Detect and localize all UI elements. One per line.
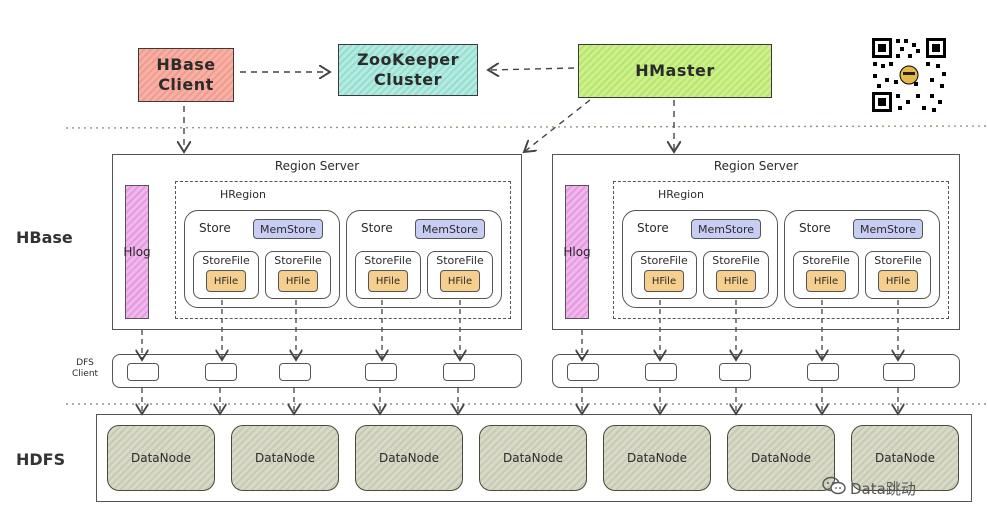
storefile-label: StoreFile [436, 254, 484, 267]
store: Store MemStore StoreFile HFile StoreFile… [622, 210, 778, 308]
store: Store MemStore StoreFile HFile StoreFile… [184, 210, 340, 308]
hfile: HFile [644, 270, 684, 292]
region-server-1-hlog: Hlog [123, 185, 151, 319]
memstore: MemStore [691, 219, 761, 239]
store-label: Store [637, 221, 669, 235]
region-server-1: Region Server Hlog HRegion Store MemStor… [112, 154, 522, 330]
dfs-client-cell [883, 363, 915, 381]
store-label: Store [361, 221, 393, 235]
dfs-client-label: DFS Client [72, 358, 98, 380]
separator-line [65, 125, 988, 129]
hfile: HFile [206, 270, 246, 292]
zookeeper-cluster-box: ZooKeeper Cluster [338, 44, 478, 96]
hfile: HFile [368, 270, 408, 292]
storefile-label: StoreFile [712, 254, 760, 267]
dfs-label-line2: Client [72, 369, 99, 379]
store-label: Store [799, 221, 831, 235]
hbase-client-line1: HBase [156, 55, 216, 74]
datanode: DataNode [231, 425, 339, 491]
storefile: StoreFile HFile [703, 251, 769, 299]
region-server-2-title: Region Server [713, 159, 799, 173]
dfs-client-cell [567, 363, 599, 381]
dfs-client-cell [719, 363, 751, 381]
hregion-title: HRegion [220, 188, 266, 201]
watermark-text: Data跳动 [850, 479, 916, 498]
hbase-client-line2: Client [158, 75, 214, 94]
store: Store MemStore StoreFile HFile StoreFile… [784, 210, 940, 308]
storefile-label: StoreFile [364, 254, 412, 267]
hdfs-band: DataNode DataNode DataNode DataNode Data… [96, 414, 972, 502]
dfs-label-line1: DFS [76, 358, 94, 368]
hlog-label: Hlog [123, 245, 151, 259]
hfile: HFile [878, 270, 918, 292]
hmaster-label: HMaster [635, 61, 715, 80]
storefile: StoreFile HFile [427, 251, 493, 299]
hmaster-box: HMaster [578, 44, 772, 98]
memstore: MemStore [415, 219, 485, 239]
storefile: StoreFile HFile [793, 251, 859, 299]
storefile: StoreFile HFile [355, 251, 421, 299]
datanode: DataNode [107, 425, 215, 491]
qr-code-icon [870, 36, 948, 114]
hregion-title: HRegion [658, 188, 704, 201]
hdfs-layer-label: HDFS [16, 450, 66, 469]
datanode: DataNode [479, 425, 587, 491]
dfs-client-cell [443, 363, 475, 381]
zookeeper-line2: Cluster [373, 70, 443, 89]
region-server-1-hregion: HRegion Store MemStore StoreFile HFile S… [175, 181, 511, 319]
region-server-1-title: Region Server [274, 159, 360, 173]
memstore: MemStore [253, 219, 323, 239]
region-server-2-hregion: HRegion Store MemStore StoreFile HFile S… [613, 181, 949, 319]
storefile-label: StoreFile [802, 254, 850, 267]
dfs-client-cell [645, 363, 677, 381]
hfile: HFile [440, 270, 480, 292]
storefile: StoreFile HFile [865, 251, 931, 299]
region-server-2: Region Server Hlog HRegion Store MemStor… [552, 154, 960, 330]
datanode: DataNode [851, 425, 959, 491]
dfs-client-band-1 [112, 354, 522, 388]
watermark: Data跳动 [822, 476, 916, 500]
hlog-label: Hlog [563, 245, 591, 259]
datanode: DataNode [355, 425, 463, 491]
datanode: DataNode [603, 425, 711, 491]
hfile: HFile [716, 270, 756, 292]
dfs-client-cell [365, 363, 397, 381]
region-server-2-hlog: Hlog [563, 185, 591, 319]
hmaster-to-zk-arrow [488, 68, 575, 70]
storefile: StoreFile HFile [631, 251, 697, 299]
memstore: MemStore [853, 219, 923, 239]
dfs-client-cell [127, 363, 159, 381]
dfs-client-cell [279, 363, 311, 381]
hfile: HFile [278, 270, 318, 292]
wechat-icon [822, 476, 846, 500]
hfile: HFile [806, 270, 846, 292]
storefile-label: StoreFile [274, 254, 322, 267]
storefile-label: StoreFile [640, 254, 688, 267]
storefile-label: StoreFile [874, 254, 922, 267]
dfs-client-band-2 [552, 354, 960, 388]
datanode: DataNode [727, 425, 835, 491]
storefile-label: StoreFile [202, 254, 250, 267]
storefile: StoreFile HFile [193, 251, 259, 299]
zookeeper-line1: ZooKeeper [356, 50, 460, 69]
dfs-client-cell [205, 363, 237, 381]
store-label: Store [199, 221, 231, 235]
store: Store MemStore StoreFile HFile StoreFile… [346, 210, 502, 308]
hmaster-to-rs1-arrow [524, 99, 591, 152]
dfs-client-cell [807, 363, 839, 381]
hbase-client-box: HBase Client [138, 48, 234, 102]
storefile: StoreFile HFile [265, 251, 331, 299]
hbase-layer-label: HBase [16, 228, 73, 247]
